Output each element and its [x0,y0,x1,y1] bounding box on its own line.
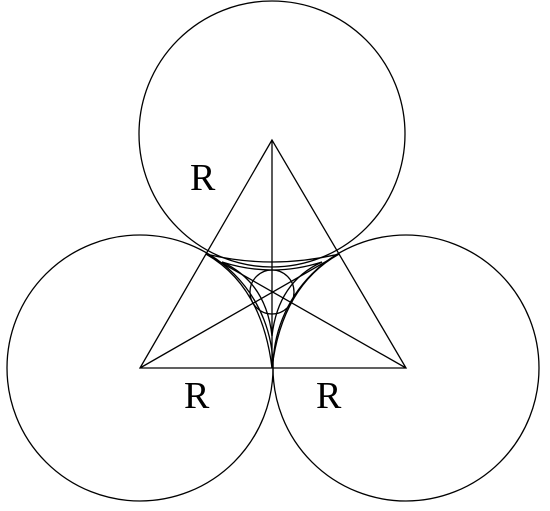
median-left [139,253,340,369]
cusp-curve-top [205,253,340,263]
radius-label-bottom-right: R [316,375,342,417]
radius-label-top: R [190,157,216,199]
radius-label-bottom-left: R [184,375,210,417]
center-triangle [138,138,408,369]
inner-curve-top [221,261,323,271]
cusp-curve-right [271,253,340,369]
inner-curve-left [221,261,273,337]
inner-curve-right [271,261,323,337]
cusp-curve-left [205,253,273,369]
